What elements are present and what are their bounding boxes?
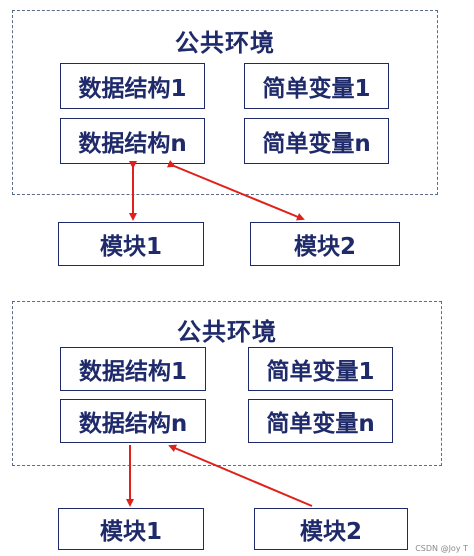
top-module-1: 模块1 — [58, 222, 204, 266]
bottom-environment-title: 公共环境 — [177, 318, 277, 346]
top-environment-title: 公共环境 — [175, 29, 275, 57]
watermark: CSDN @Joy T — [415, 544, 468, 553]
top-simple-variable-n: 简单变量n — [244, 118, 389, 164]
top-data-structure-1: 数据结构1 — [60, 63, 205, 109]
bottom-simple-variable-n: 简单变量n — [248, 399, 393, 443]
bottom-module-2: 模块2 — [254, 508, 408, 550]
bottom-module-1: 模块1 — [58, 508, 204, 550]
top-data-structure-n: 数据结构n — [60, 118, 205, 164]
top-simple-variable-1: 简单变量1 — [244, 63, 389, 109]
top-module-2: 模块2 — [250, 222, 400, 266]
bottom-simple-variable-1: 简单变量1 — [248, 347, 393, 391]
bottom-data-structure-1: 数据结构1 — [60, 347, 206, 391]
bottom-data-structure-n: 数据结构n — [60, 399, 206, 443]
